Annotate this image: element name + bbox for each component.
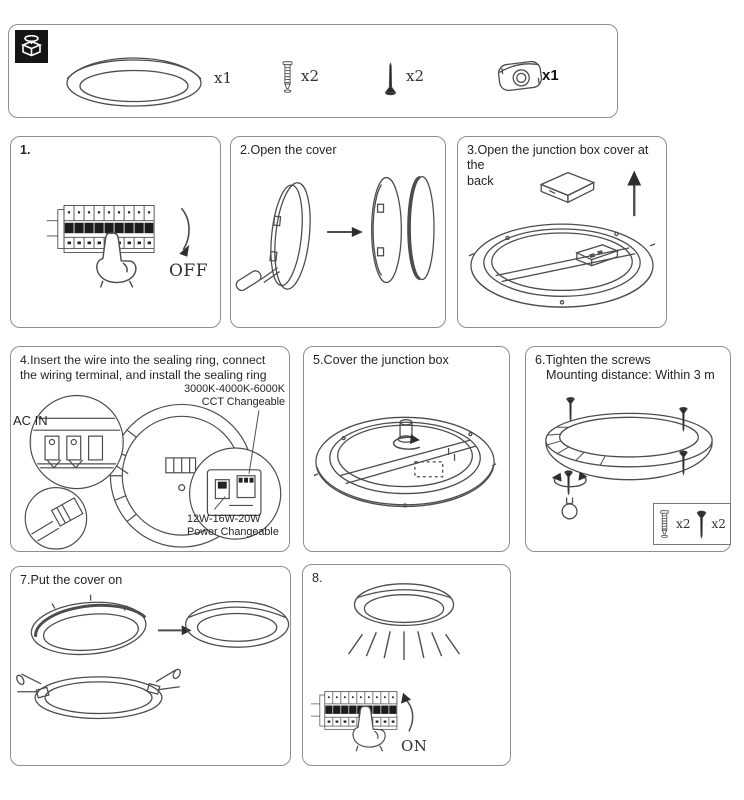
step-3-title: 3.Open the junction box cover at the bac… <box>467 143 649 188</box>
power-on-illustration <box>310 583 461 752</box>
arrow-up-icon <box>627 170 642 186</box>
wiring-illustration <box>24 394 282 550</box>
spring-clip-icon <box>16 673 50 699</box>
ac-in-label: AC IN <box>13 413 48 428</box>
cct-changeable-label: 3000K-4000K-6000K CCT Changeable <box>184 383 285 409</box>
inset-screw-quantity: x2 <box>711 517 726 531</box>
off-label: OFF <box>169 261 209 281</box>
step-7-panel: 7.Put the cover on <box>10 566 291 766</box>
breaker-off-illustration <box>46 205 190 289</box>
put-cover-on-illustration <box>16 594 290 720</box>
box-cover-icon <box>539 171 596 204</box>
package-icon <box>15 30 48 63</box>
step-6-panel: 6.Tighten the screws Mounting distance: … <box>525 346 731 552</box>
step-5-title: 5.Cover the junction box <box>313 353 449 367</box>
parts-list-panel: x1 x2 x2 x1 <box>8 24 618 118</box>
light-rays-icon <box>348 631 461 661</box>
ceiling-lamp-icon <box>66 57 202 107</box>
arrow-up-icon <box>401 692 411 704</box>
junction-box-icon <box>497 60 543 92</box>
anchor-quantity: x2 <box>301 67 320 85</box>
step-5-panel: 5.Cover the junction box <box>303 346 510 552</box>
power-changeable-label: 12W-16W-20W Power Changeable <box>187 513 279 539</box>
step-2-title: 2.Open the cover <box>240 143 337 157</box>
screw-quantity: x2 <box>406 67 425 85</box>
cover-junction-box-illustration <box>313 416 497 508</box>
screw-icon <box>566 396 575 423</box>
step-1-panel: 1. OFF <box>10 136 221 328</box>
hardware-inset-box: x2 x2 <box>653 503 731 545</box>
rotate-arrow-icon <box>553 476 587 488</box>
inset-anchor-quantity: x2 <box>676 517 691 531</box>
junction-box-cover-illustration <box>468 170 656 308</box>
screw-icon <box>564 470 573 496</box>
step-8-number: 8. <box>312 571 323 585</box>
arrow-down-icon <box>179 244 190 257</box>
step-4-panel: 4.Insert the wire into the sealing ring,… <box>10 346 290 552</box>
step-3-panel: 3.Open the junction box cover at the bac… <box>457 136 667 328</box>
step-2-panel: 2.Open the cover <box>230 136 446 328</box>
on-label: ON <box>401 737 428 755</box>
step-8-panel: 8. ON <box>302 564 511 766</box>
arrow-right-icon <box>351 227 363 237</box>
wall-anchor-icon <box>660 510 669 538</box>
spring-clip-icon <box>146 668 181 695</box>
tighten-screws-illustration <box>545 396 713 520</box>
screw-icon <box>696 510 706 539</box>
step-7-title: 7.Put the cover on <box>20 573 123 587</box>
wall-anchor-icon <box>282 61 293 93</box>
step-1-number: 1. <box>20 143 31 157</box>
step-4-title: 4.Insert the wire into the sealing ring,… <box>20 353 267 382</box>
lamp-quantity: x1 <box>214 69 233 87</box>
switches-magnifier-circle <box>189 447 282 540</box>
screw-icon <box>385 62 396 96</box>
rotate-arrow-icon <box>392 436 421 450</box>
open-cover-illustration <box>235 175 435 292</box>
step-6-title: 6.Tighten the screws Mounting distance: … <box>535 353 715 383</box>
screwdriver-icon <box>235 267 280 292</box>
junction-box-quantity: x1 <box>542 67 559 84</box>
